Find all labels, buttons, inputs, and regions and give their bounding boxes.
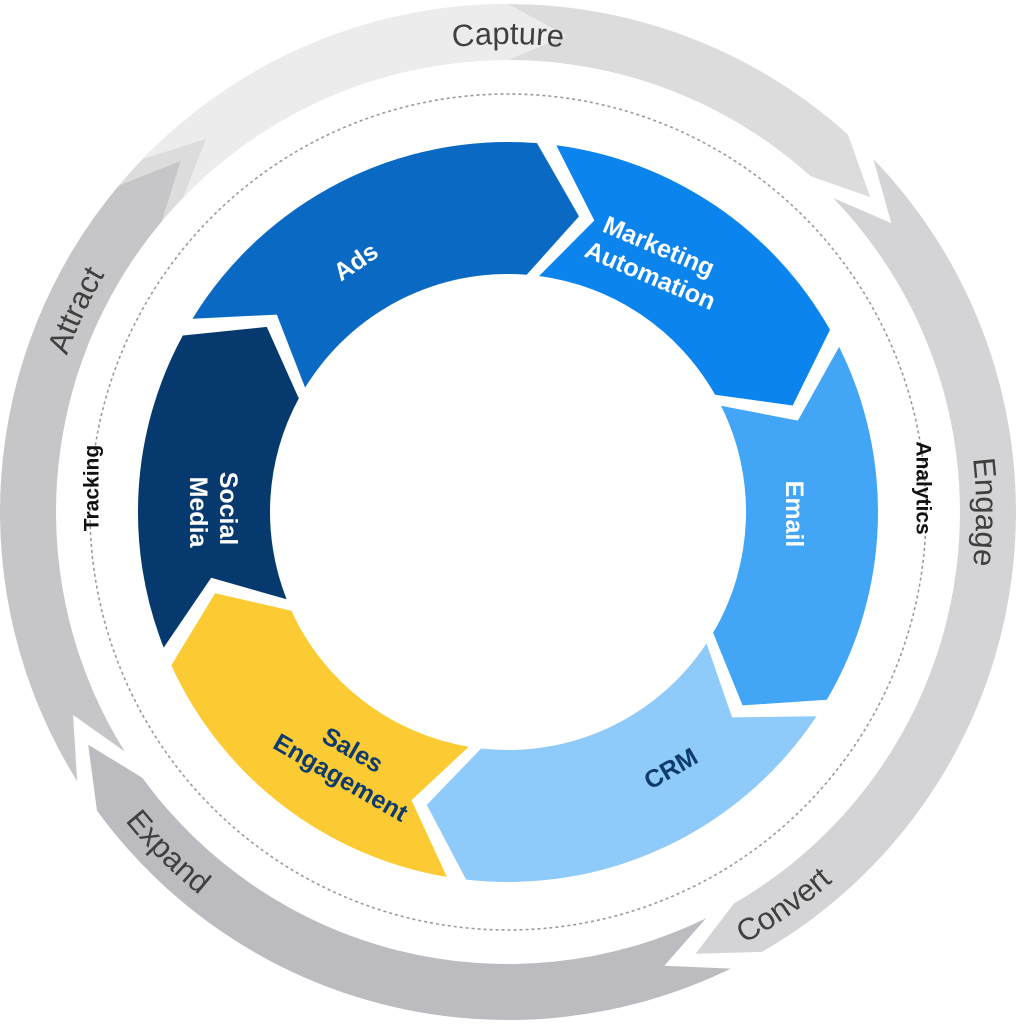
outer-arrow-convert <box>88 744 731 1021</box>
segment-label-email-line-1: Email <box>780 481 808 548</box>
stage-label-engage: Engage <box>966 456 1004 568</box>
analytics-label: Analytics <box>911 441 934 534</box>
outer-arrow-expand <box>0 161 181 782</box>
inner-tool-cycle <box>137 141 878 882</box>
cycle-segment-marketing-automation <box>539 145 830 406</box>
dashed-tracking-ring <box>89 93 927 931</box>
segment-label-social-media-line-2: Media <box>184 477 212 549</box>
outer-arrow-attract <box>142 4 567 198</box>
segment-label-email: Email <box>780 481 808 548</box>
outer-stage-ring <box>0 4 1016 1021</box>
cycle-segment-sales-engagement <box>171 593 469 877</box>
tracking-label: Tracking <box>81 445 104 531</box>
cycle-segment-ads <box>192 141 579 388</box>
stage-label-capture-text: Capture <box>450 16 566 54</box>
cycle-segment-crm <box>426 643 817 882</box>
stage-label-engage-text: Engage <box>966 456 1004 568</box>
cycle-segment-social-media <box>137 326 299 648</box>
cycle-segment-email <box>713 346 878 706</box>
outer-arrow-engage <box>695 159 1016 954</box>
segment-label-social-media-line-1: Social <box>214 472 242 546</box>
stage-label-capture: Capture <box>450 16 566 54</box>
segment-label-social-media: Social Media <box>184 472 242 553</box>
